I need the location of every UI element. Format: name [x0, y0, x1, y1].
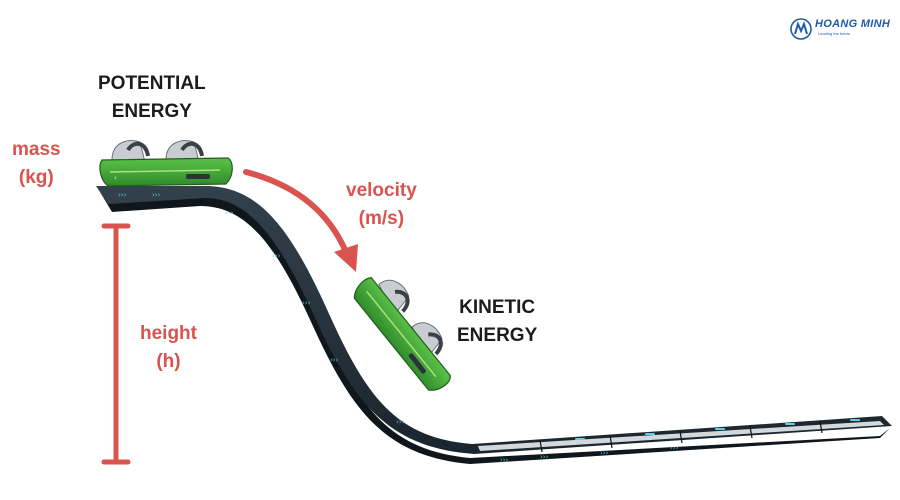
- brand-name: HOANG MINH: [815, 18, 891, 30]
- velocity-line2: (m/s): [358, 207, 405, 229]
- potential-energy-line1: POTENTIAL: [98, 73, 206, 94]
- potential-energy-line2: ENERGY: [111, 100, 192, 122]
- svg-text:›››: ›››: [540, 453, 549, 461]
- height-line2: (h): [156, 350, 181, 372]
- mass-label: mass (kg): [12, 136, 61, 191]
- brand-mark-icon: [790, 18, 812, 40]
- height-line1: height: [140, 323, 197, 344]
- svg-text:›››: ›››: [670, 444, 679, 452]
- svg-text:›››: ›››: [152, 191, 161, 199]
- svg-text:›››: ›››: [396, 418, 405, 426]
- svg-text:›››: ›››: [225, 209, 234, 217]
- kinetic-energy-line2: ENERGY: [457, 324, 538, 346]
- cart-slope: [353, 276, 451, 391]
- svg-text:›››: ›››: [302, 299, 311, 307]
- svg-text:›››: ›››: [272, 252, 281, 260]
- svg-text:›››: ›››: [600, 449, 609, 457]
- track-chevron-marks: ››› ››› ››› ››› ››› ››› ››› ››› ››› ››› …: [118, 191, 679, 464]
- svg-text:‹: ‹: [114, 174, 117, 182]
- svg-text:›››: ›››: [118, 191, 127, 199]
- brand-logo: HOANG MINH Leading the future: [790, 16, 900, 40]
- height-dimension-line: [101, 223, 131, 465]
- height-label: height (h): [140, 320, 197, 375]
- potential-energy-label: POTENTIAL ENERGY: [98, 70, 206, 125]
- svg-text:›››: ›››: [330, 356, 339, 364]
- track: ››› ››› ››› ››› ››› ››› ››› ››› ››› ››› …: [96, 186, 892, 464]
- svg-text:›››: ›››: [500, 456, 509, 464]
- brand-tagline: Leading the future: [818, 31, 851, 36]
- mass-line2: (kg): [18, 166, 54, 188]
- cart-top: ‹: [99, 140, 233, 187]
- kinetic-energy-line1: KINETIC: [459, 297, 536, 318]
- kinetic-energy-label: KINETIC ENERGY: [457, 294, 537, 349]
- velocity-label: velocity (m/s): [346, 177, 417, 232]
- velocity-line1: velocity: [346, 180, 417, 201]
- velocity-arrow: [243, 169, 358, 272]
- mass-line1: mass: [12, 139, 61, 160]
